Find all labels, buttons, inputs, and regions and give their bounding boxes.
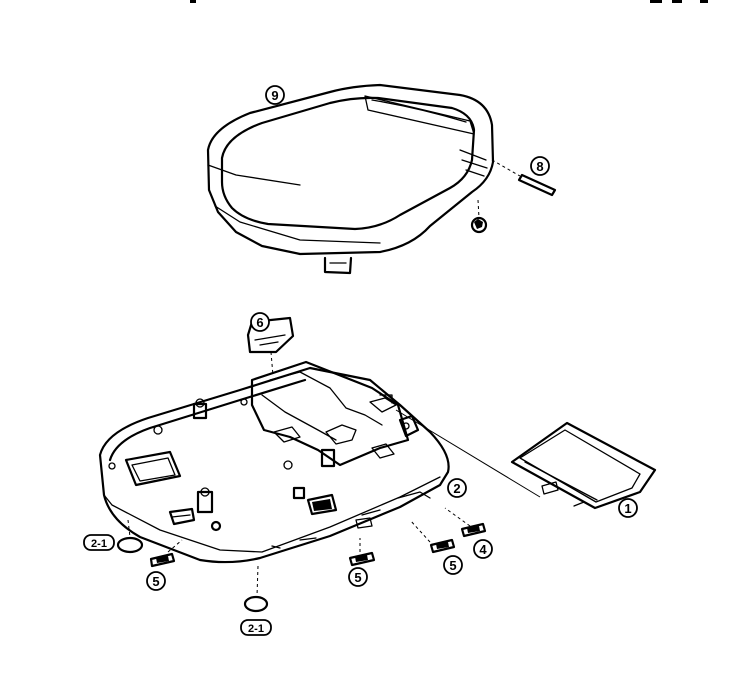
callout-5-right-label: 5 — [449, 558, 456, 573]
callout-4-label: 4 — [479, 542, 487, 557]
callout-8-label: 8 — [536, 159, 543, 174]
callout-1: 1 — [618, 498, 638, 518]
callout-4: 4 — [473, 539, 493, 559]
rubber-foot-left — [116, 519, 144, 554]
callout-2: 2 — [447, 478, 467, 498]
callout-2-1-left: 2-1 — [83, 534, 115, 551]
top-edge-fragments — [190, 0, 708, 3]
callout-2-1-bottom-label: 2-1 — [248, 623, 264, 635]
battery-cover-part — [395, 409, 657, 510]
callout-5-middle: 5 — [348, 567, 368, 587]
callout-9: 9 — [265, 85, 285, 105]
callout-8: 8 — [530, 156, 550, 176]
lid-frame-part — [206, 83, 495, 275]
callout-2-1-left-label: 2-1 — [91, 538, 107, 550]
hinge-pin-part — [491, 159, 557, 197]
callout-6: 6 — [250, 312, 270, 332]
clip-part-left — [149, 539, 183, 568]
callout-5-left: 5 — [146, 571, 166, 591]
callout-9-label: 9 — [271, 88, 278, 103]
callout-2-1-bottom: 2-1 — [240, 619, 272, 636]
callout-5-right: 5 — [443, 555, 463, 575]
clip-part-right — [409, 519, 456, 554]
latch-part — [444, 507, 487, 538]
callout-1-label: 1 — [624, 501, 631, 516]
callout-5-middle-label: 5 — [354, 570, 361, 585]
clip-part-middle — [348, 538, 376, 567]
rubber-foot-bottom — [243, 565, 269, 613]
callout-5-left-label: 5 — [152, 574, 159, 589]
callout-2-label: 2 — [453, 481, 460, 496]
base-chassis-part — [98, 360, 450, 564]
callout-6-label: 6 — [256, 315, 263, 330]
